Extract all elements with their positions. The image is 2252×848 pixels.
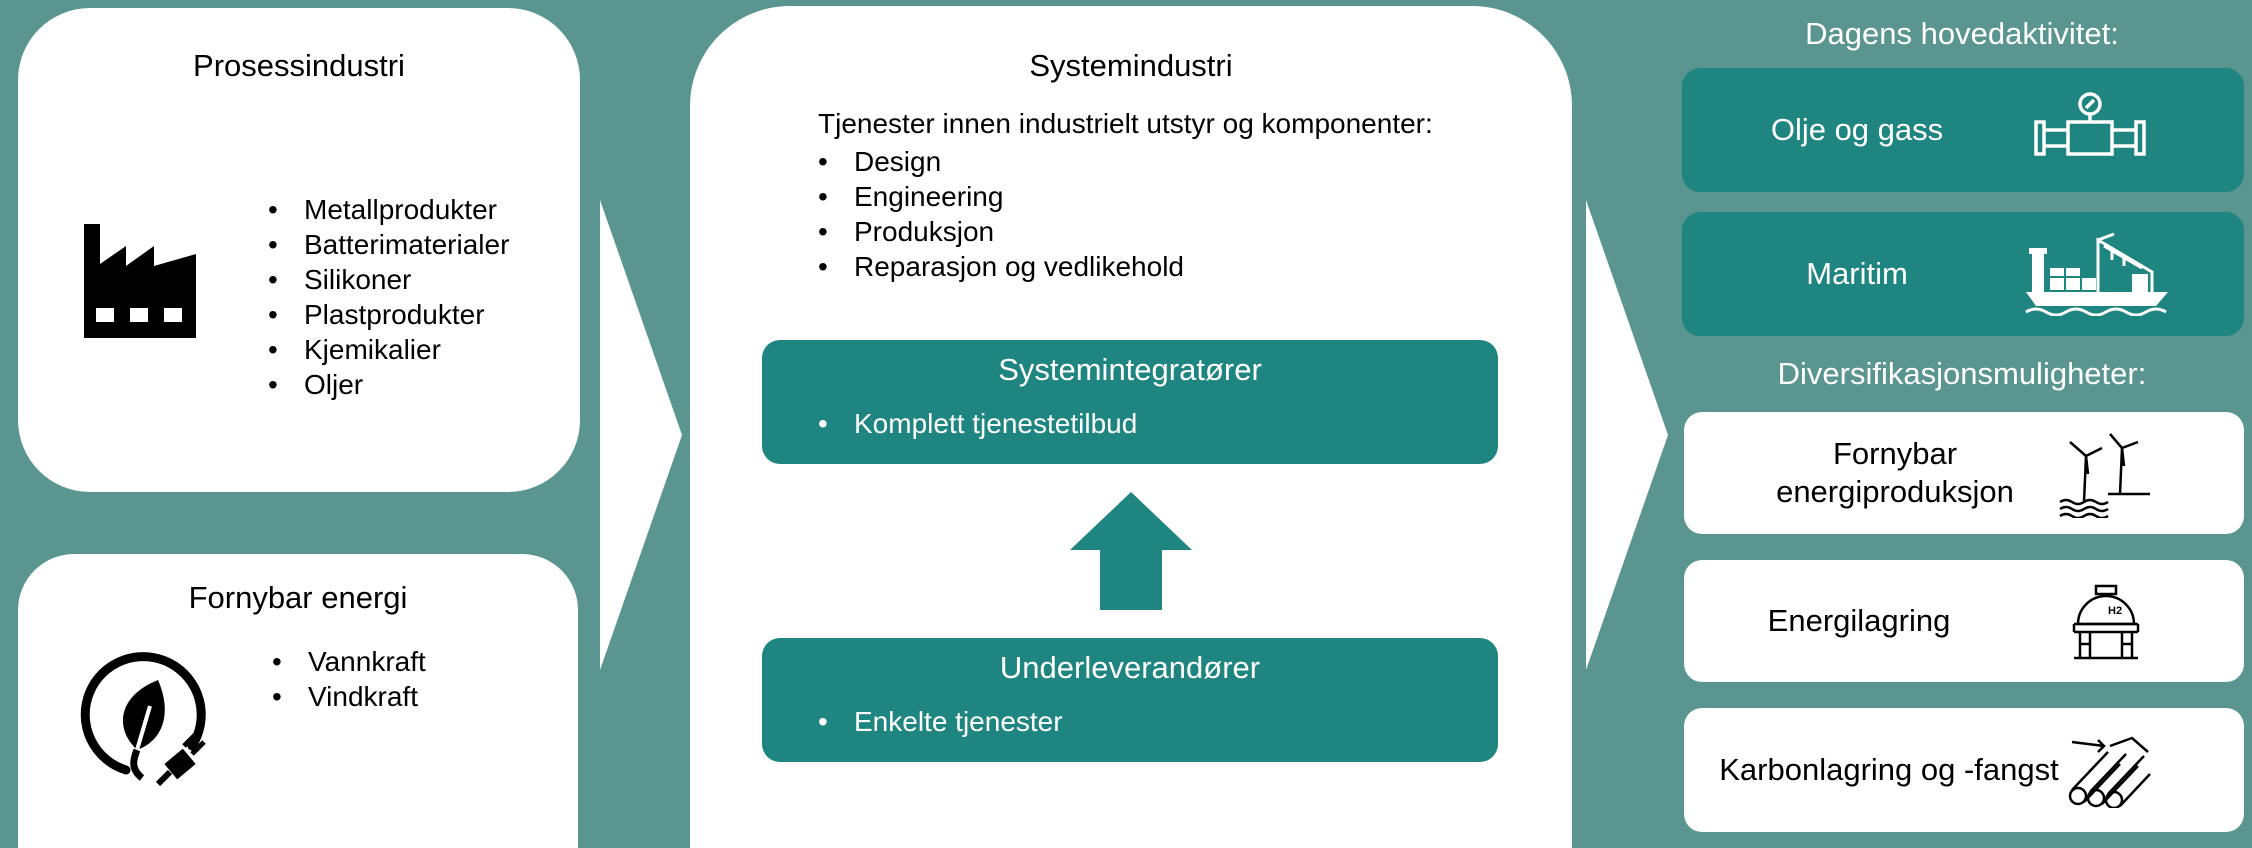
system-industry-title: Systemindustri — [1029, 48, 1233, 83]
energy-storage-label: Energilagring — [1767, 603, 1951, 638]
carbon-pipes-icon — [2068, 736, 2151, 808]
system-industry-list: Design Engineering Produksjon Reparasjon… — [818, 144, 1184, 284]
list-item: Design — [818, 144, 1184, 179]
energy-storage-box: Energilagring H2 — [1684, 560, 2244, 682]
list-item: Silikoner — [268, 262, 509, 297]
right-arrow-right — [1586, 200, 1668, 670]
factory-icon — [84, 224, 196, 338]
list-item: Engineering — [818, 179, 1184, 214]
suppliers-title: Underleverandører — [999, 650, 1261, 685]
list-item: Batterimaterialer — [268, 227, 509, 262]
renewable-energy-list: Vannkraft Vindkraft — [272, 644, 426, 714]
process-industry-list: Metallprodukter Batterimaterialer Siliko… — [268, 192, 509, 402]
renewable-energy-card: Fornybar energi Vannkraft Vindkraft — [18, 554, 578, 848]
list-item: Plastprodukter — [268, 297, 509, 332]
svg-text:H2: H2 — [2108, 605, 2122, 617]
ship-icon — [2025, 232, 2168, 316]
list-item: Produksjon — [818, 214, 1184, 249]
list-item: Vannkraft — [272, 644, 426, 679]
process-industry-card: Prosessindustri Metallprodukter Batterim… — [18, 8, 580, 492]
maritime-label: Maritim — [1806, 256, 1908, 291]
oil-gas-box: Olje og gass — [1682, 68, 2244, 192]
today-heading: Dagens hovedaktivitet: — [1805, 16, 2119, 51]
hydrogen-tank-icon: H2 — [2072, 584, 2140, 660]
renewable-energy-title: Fornybar energi — [188, 580, 408, 615]
maritime-box: Maritim — [1682, 212, 2244, 336]
up-arrow-icon — [1070, 492, 1192, 610]
diversification-heading: Diversifikasjonsmuligheter: — [1777, 356, 2147, 391]
right-arrow-left — [600, 200, 682, 670]
carbon-capture-label: Karbonlagring og -fangst — [1719, 752, 2059, 787]
suppliers-box: Underleverandører Enkelte tjenester — [762, 638, 1498, 762]
list-item: Oljer — [268, 367, 509, 402]
list-item: Vindkraft — [272, 679, 426, 714]
system-integrators-box: Systemintegratører Komplett tjenestetilb… — [762, 340, 1498, 464]
offshore-wind-icon — [2059, 433, 2150, 518]
list-item: Komplett tjenestetilbud — [818, 406, 1137, 441]
pipeline-valve-icon — [2034, 92, 2146, 156]
system-integrators-title: Systemintegratører — [998, 352, 1262, 387]
renewable-production-label: Fornybar energiproduksjon — [1776, 436, 2014, 509]
oil-gas-label: Olje og gass — [1770, 112, 1944, 147]
renewable-production-box: Fornybar energiproduksjon — [1684, 412, 2244, 534]
suppliers-list: Enkelte tjenester — [818, 704, 1063, 739]
system-industry-intro: Tjenester innen industrielt utstyr og ko… — [818, 108, 1433, 139]
list-item: Kjemikalier — [268, 332, 509, 367]
green-energy-plug-icon — [80, 652, 206, 787]
list-item: Reparasjon og vedlikehold — [818, 249, 1184, 284]
system-integrators-list: Komplett tjenestetilbud — [818, 406, 1137, 441]
list-item: Metallprodukter — [268, 192, 509, 227]
system-industry-card: Systemindustri Tjenester innen industrie… — [690, 6, 1572, 848]
process-industry-title: Prosessindustri — [193, 48, 405, 83]
carbon-capture-box: Karbonlagring og -fangst — [1684, 708, 2244, 832]
list-item: Enkelte tjenester — [818, 704, 1063, 739]
